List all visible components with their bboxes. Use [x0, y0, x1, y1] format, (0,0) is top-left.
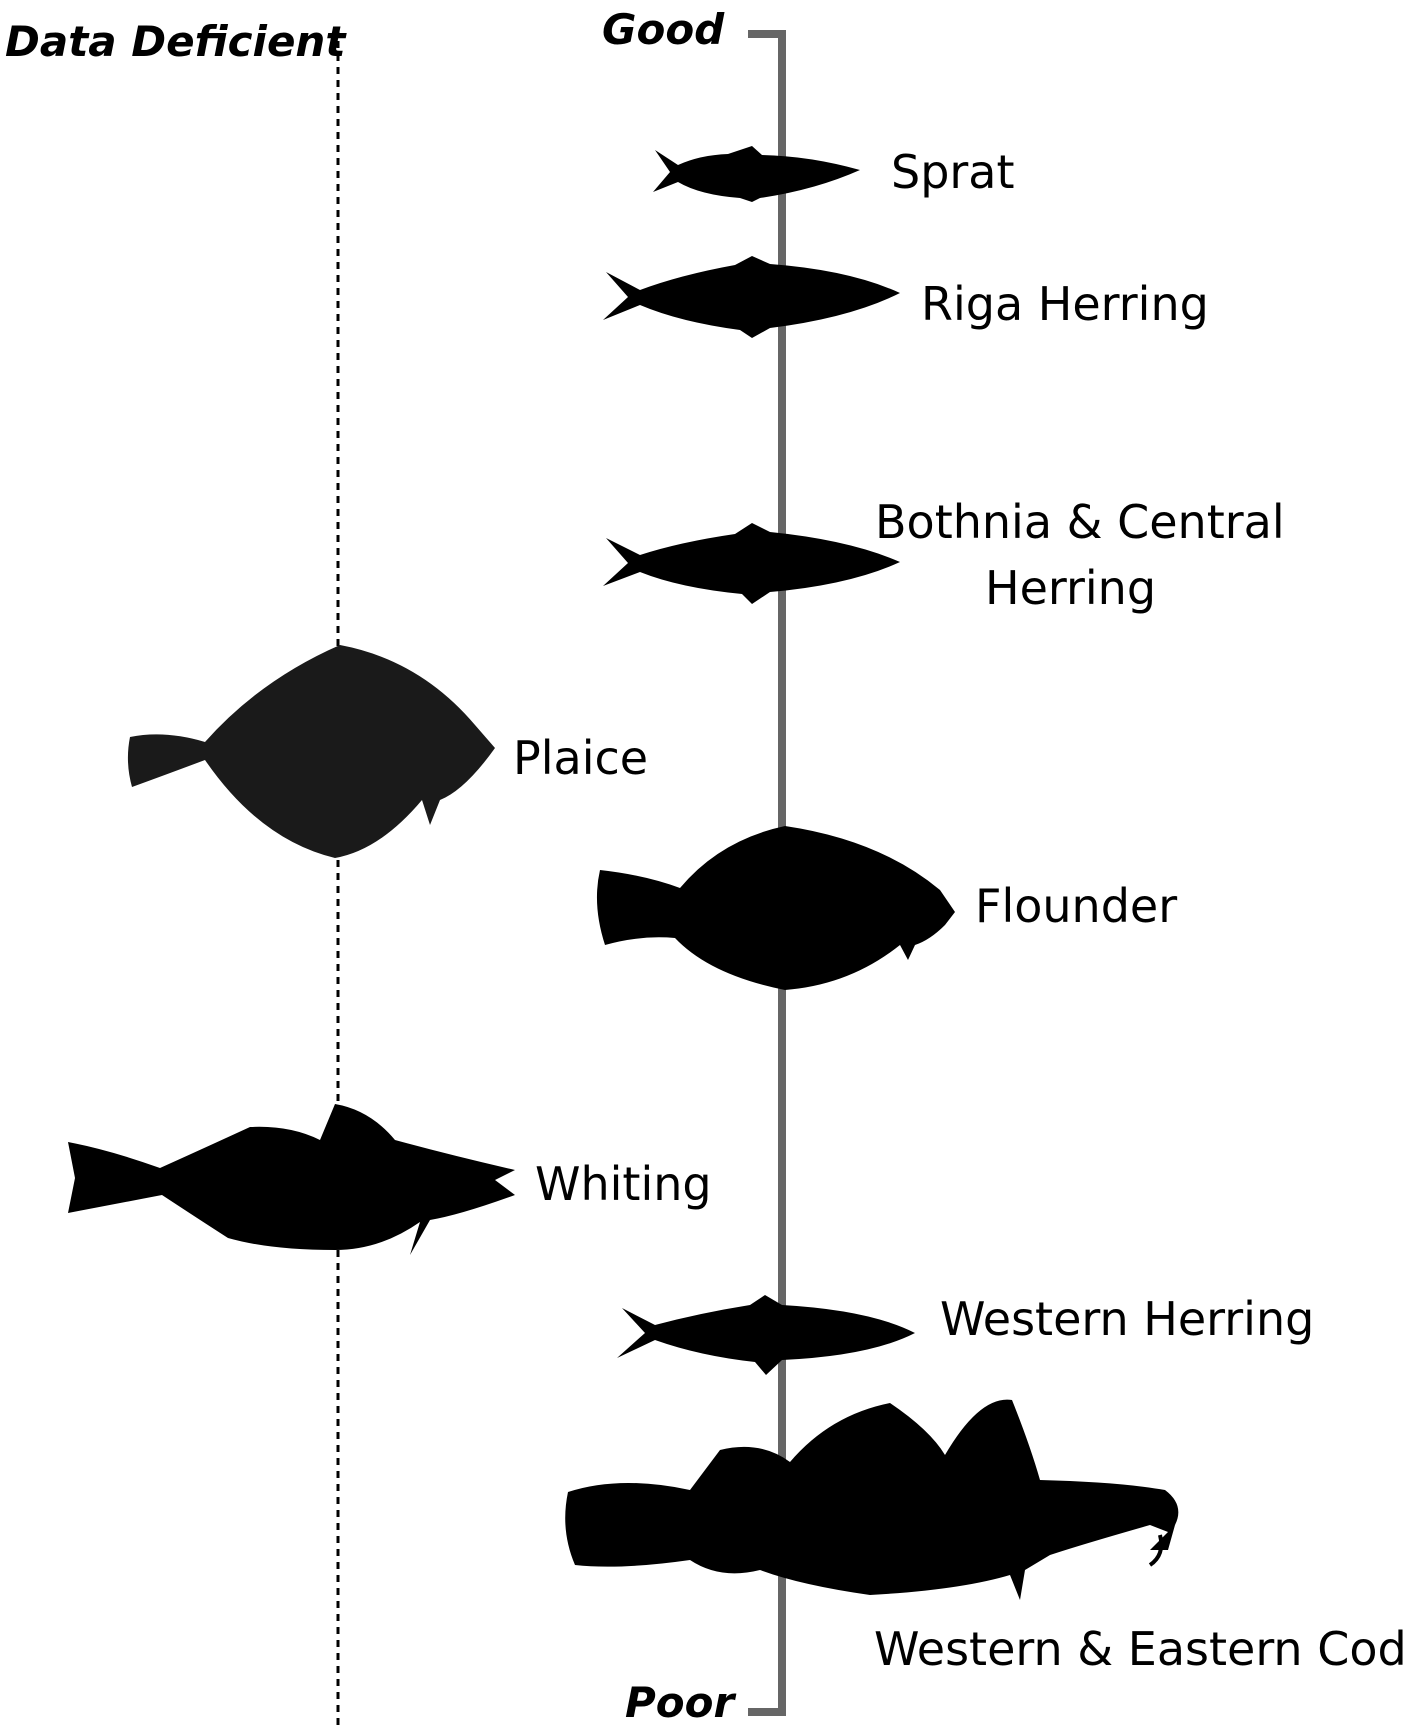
western-herring-label: Western Herring	[940, 1292, 1314, 1346]
sprat-label: Sprat	[891, 145, 1015, 199]
cod-barbel-icon	[1148, 1534, 1164, 1567]
flounder-icon	[596, 826, 955, 990]
riga-herring-label: Riga Herring	[921, 277, 1209, 331]
plaice-icon	[127, 645, 496, 858]
plaice-label: Plaice	[513, 731, 648, 785]
riga-herring-icon	[603, 256, 900, 338]
axis-good-label: Good	[602, 5, 725, 54]
cod-icon	[565, 1399, 1179, 1600]
data-deficient-label: Data Deficient	[5, 17, 347, 66]
western-herring-icon	[617, 1295, 915, 1375]
whiting-label: Whiting	[535, 1157, 712, 1211]
bothnia-herring-icon	[603, 523, 900, 604]
whiting-icon	[68, 1104, 515, 1255]
flounder-label: Flounder	[975, 879, 1177, 933]
cod-label: Western & Eastern Cod	[874, 1622, 1407, 1676]
bothnia-label-line1: Bothnia & Central	[875, 495, 1285, 549]
bothnia-label-line2: Herring	[985, 561, 1156, 615]
axis-poor-label: Poor	[625, 1678, 736, 1727]
sprat-icon	[653, 146, 860, 202]
